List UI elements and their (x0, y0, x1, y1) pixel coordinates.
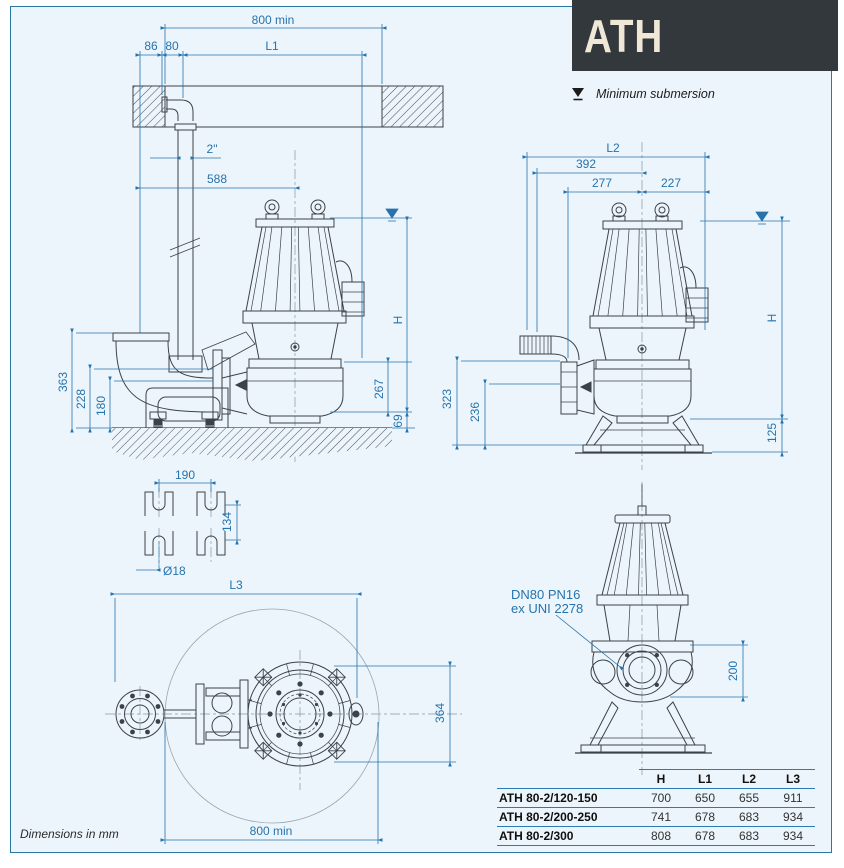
dim-267-label: 267 (372, 379, 386, 399)
front-view-dimensions: 200 DN80 PN16 ex UNI 2278 (511, 587, 748, 702)
value-l3: 934 (782, 829, 804, 843)
dim-227-label: 227 (661, 176, 681, 190)
front-view-drawing (575, 484, 712, 754)
model-label: ATH 80-2/200-250 (499, 810, 598, 824)
technical-drawing: 800 min 86 80 L1 2" 588 H 267 69 363 228… (56, 13, 790, 844)
dimensions-unit-note: Dimensions in mm (20, 827, 119, 841)
column-header-l3: L3 (785, 772, 800, 786)
dim-588-label: 588 (207, 172, 227, 186)
dim-h2-label: H (765, 314, 779, 323)
dim-l1-label: L1 (265, 39, 279, 53)
flange-spec-label-line2: ex UNI 2278 (511, 601, 583, 616)
dim-323-label: 323 (440, 389, 454, 409)
dim-228-label: 228 (74, 389, 88, 409)
model-label: ATH 80-2/300 (499, 829, 574, 843)
dimension-table: H L1 L2 L3 ATH 80-2/120-150 700 650 655 … (497, 768, 815, 846)
dim-134-label: 134 (220, 512, 234, 532)
value-l1: 678 (694, 829, 716, 843)
dim-h-label: H (391, 316, 405, 325)
anchor-bolt-detail-drawing (144, 491, 226, 556)
anchor-detail-dimensions: 190 134 Ø18 (136, 468, 241, 578)
portable-view-dimensions: L2 392 277 227 H 125 323 236 (440, 141, 790, 457)
dim-plan-pit-width-label: 800 min (250, 824, 293, 838)
plan-view-dimensions: L3 364 800 min (110, 578, 456, 844)
dim-236-label: 236 (468, 402, 482, 422)
table-row: ATH 80-2/200-250 741 678 683 934 (497, 807, 815, 826)
installed-view-dimensions: 800 min 86 80 L1 2" 588 H 267 69 363 228… (56, 13, 415, 433)
value-h: 700 (650, 791, 672, 805)
dim-pipe-size-label: 2" (207, 142, 218, 156)
value-l2: 683 (738, 829, 760, 843)
product-series-title: ATH (584, 9, 664, 62)
column-header-l1: L1 (697, 772, 712, 786)
submersion-legend: Minimum submersion (570, 86, 715, 101)
value-l3: 911 (783, 791, 803, 805)
plan-view-drawing (115, 608, 380, 824)
flange-spec-label-line1: DN80 PN16 (511, 587, 580, 602)
dim-69-label: 69 (391, 414, 405, 428)
table-row: ATH 80-2/120-150 700 650 655 911 (497, 788, 815, 807)
product-series-banner: ATH (572, 0, 838, 71)
table-row: ATH 80-2/300 808 678 683 934 (497, 826, 815, 845)
dim-180-label: 180 (94, 396, 108, 416)
dim-200-label: 200 (726, 661, 740, 681)
dim-86-label: 86 (144, 39, 158, 53)
value-l1: 678 (694, 810, 716, 824)
dim-80-label: 80 (165, 39, 179, 53)
table-header-row: H L1 L2 L3 (497, 768, 815, 788)
value-l2: 655 (738, 791, 760, 805)
dim-l2-label: L2 (606, 141, 620, 155)
column-header-l2: L2 (741, 772, 756, 786)
dim-190-label: 190 (175, 468, 195, 482)
value-h: 808 (650, 829, 672, 843)
dim-125-label: 125 (765, 423, 779, 443)
dim-bolt-dia-label: Ø18 (163, 564, 186, 578)
centerlines (105, 142, 643, 790)
dim-392-label: 392 (576, 157, 596, 171)
water-level-icon (572, 88, 584, 101)
dim-pit-width-label: 800 min (252, 13, 295, 27)
value-h: 741 (650, 810, 672, 824)
value-l1: 650 (694, 791, 716, 805)
value-l2: 683 (738, 810, 760, 824)
submersion-legend-text: Minimum submersion (596, 86, 715, 101)
portable-view-drawing (519, 202, 712, 454)
installed-view-drawing (112, 85, 444, 461)
dim-363-label: 363 (56, 372, 70, 392)
dim-364-label: 364 (433, 703, 447, 723)
dim-277-label: 277 (592, 176, 612, 190)
column-header-h: H (656, 772, 666, 786)
value-l3: 934 (782, 810, 804, 824)
model-label: ATH 80-2/120-150 (499, 791, 598, 805)
dim-l3-label: L3 (229, 578, 243, 592)
